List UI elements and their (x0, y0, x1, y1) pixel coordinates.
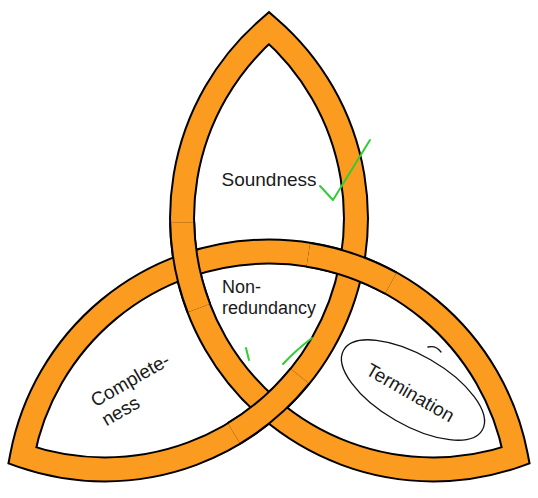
knot-lobe: Termination (362, 359, 458, 427)
knot-crossings (182, 222, 391, 433)
crossing-outline (182, 222, 199, 308)
crossing-outline (308, 255, 391, 283)
knot-band (22, 28, 516, 469)
check-mark (246, 348, 249, 360)
crossing-fill (234, 376, 300, 433)
crossing-fill (308, 255, 391, 283)
hand-drawn-tail (428, 347, 441, 352)
crossing-fill (182, 222, 199, 308)
knot-lobe: Non- redundancy (222, 277, 316, 318)
hand-drawn-circle (326, 320, 500, 461)
knot-lobe: Complete- ness (87, 349, 185, 431)
knot-lobe: Soundness (221, 169, 316, 191)
lobe-label: Non- redundancy (222, 277, 316, 318)
lobe-label: Complete- ness (87, 349, 185, 431)
check-mark (283, 338, 312, 364)
knot-fill (22, 28, 516, 469)
knot-outline (22, 28, 516, 469)
lobe-label: Termination (362, 359, 458, 427)
lobe-label: Soundness (221, 169, 316, 191)
check-mark (320, 140, 370, 200)
crossing-outline (234, 376, 300, 433)
